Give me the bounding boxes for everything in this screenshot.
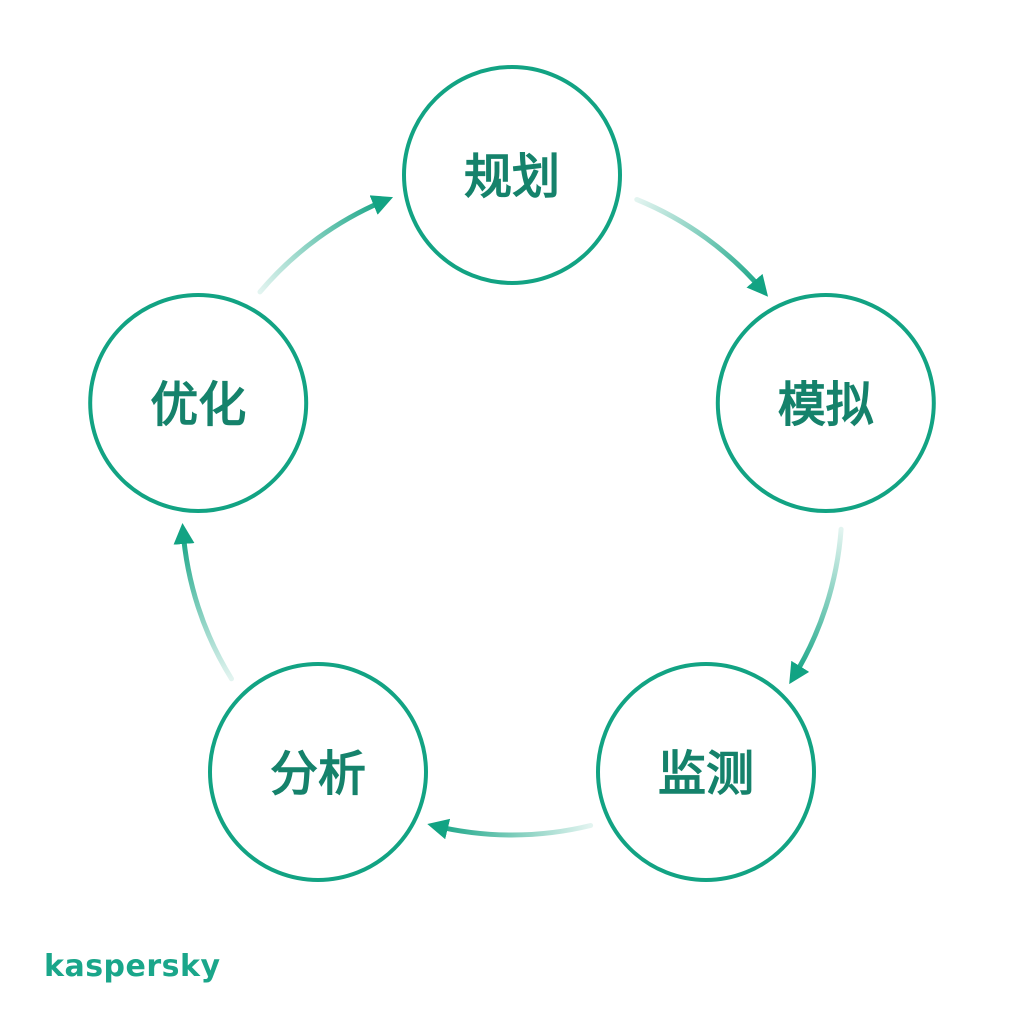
node-optimize-circle <box>88 293 309 513</box>
node-monitor-circle <box>596 662 816 882</box>
node-simulate-label: 模拟 <box>778 377 874 433</box>
arrow-monitor-to-analyze <box>427 818 594 840</box>
kaspersky-logo: kaspersky <box>44 949 221 984</box>
node-simulate-circle <box>715 293 936 513</box>
node-monitor: 监测 <box>596 662 816 882</box>
node-plan-circle <box>402 65 622 285</box>
node-optimize-label: 优化 <box>150 377 246 433</box>
node-optimize: 优化 <box>88 293 309 513</box>
node-monitor-label: 监测 <box>658 746 754 802</box>
node-plan-label: 规划 <box>464 149 560 205</box>
arrow-simulate-to-monitor <box>789 526 844 685</box>
cycle-arrows <box>173 195 844 840</box>
node-analyze: 分析 <box>208 662 428 882</box>
arrow-optimize-to-plan <box>257 195 394 295</box>
node-analyze-circle <box>208 662 428 882</box>
arrow-plan-to-simulate <box>634 197 769 297</box>
node-analyze-label: 分析 <box>270 746 366 802</box>
node-simulate: 模拟 <box>715 293 936 513</box>
node-plan: 规划 <box>402 65 622 285</box>
arrow-analyze-to-optimize <box>173 523 234 682</box>
